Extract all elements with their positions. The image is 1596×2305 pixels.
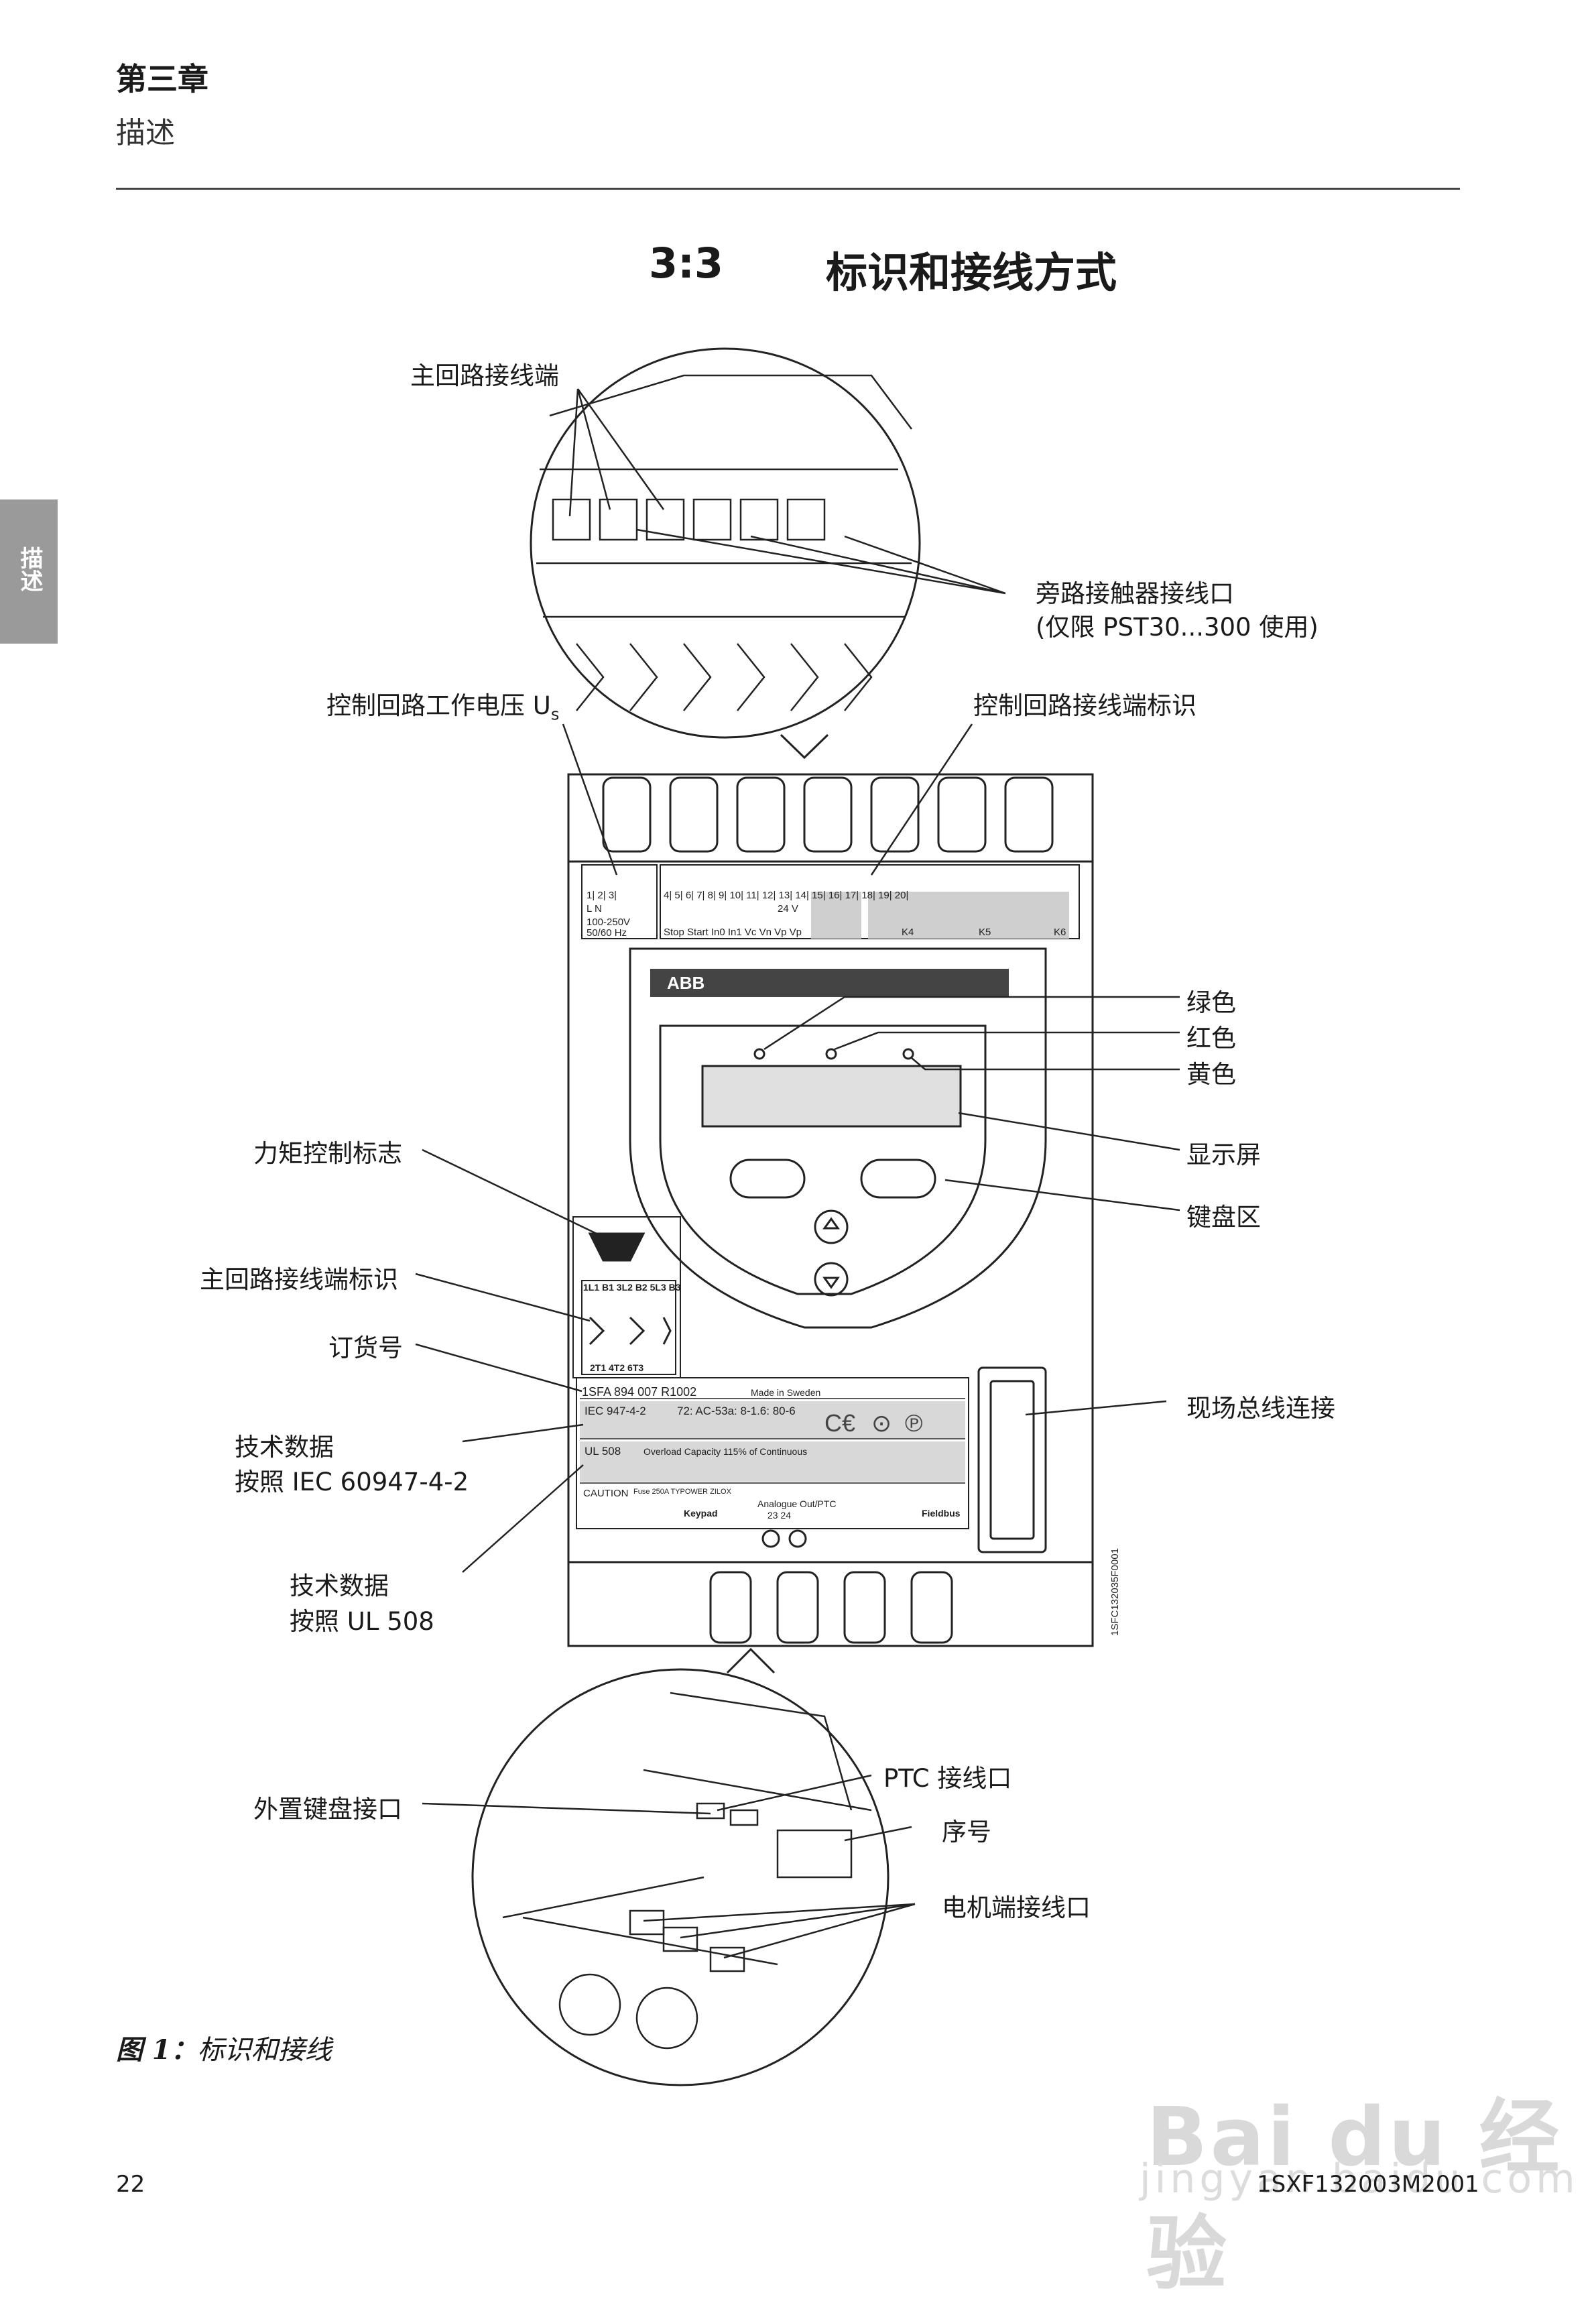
display-screen [701,1065,962,1128]
drawing-code: 1SFC132035F0001 [1109,1548,1121,1636]
svg-text:CAUTION: CAUTION [583,1488,629,1499]
label-tech-ul-2: 按照 UL 508 [290,1607,434,1636]
svg-text:Stop Start In0 In1 Vc: Stop Start In0 In1 Vc Vn Vp Vp [664,927,802,938]
led-red [825,1048,837,1060]
label-tech-iec-2: 按照 IEC 60947-4-2 [235,1468,469,1496]
label-order-no: 订货号 [328,1334,403,1362]
bottom-magnifier-detail [502,1692,872,2050]
leader-lines [415,388,1180,1959]
led-green [753,1048,765,1060]
label-bypass-line1: 旁路接触器接线口 [1036,579,1234,608]
svg-text:100-250V: 100-250V [587,917,630,928]
figure-diagram: 1| 2| 3| 4| 5| 6| 7| 8| 9| 10| 11| 12| 1… [415,347,1180,2086]
bottom-magnifier-circle [471,1668,889,2086]
figure-caption: 图 1：标识和接线 [116,2028,332,2067]
svg-text:Analogue Out/PTC: Analogue Out/PTC [757,1498,837,1509]
control-panel [629,947,1047,1329]
svg-text:24 V: 24 V [778,903,798,914]
top-magnifier-pointer [780,733,829,760]
label-main-terminals: 主回路接线端 [410,361,559,390]
label-display: 显示屏 [1186,1140,1261,1169]
svg-text:1L1 B1 3L2 B2 5L3 B3: 1L1 B1 3L2 B2 5L3 B3 [583,1282,681,1293]
svg-text:23 24: 23 24 [768,1510,791,1521]
terminal-labels: 1| 2| 3| 4| 5| 6| 7| 8| 9| 10| 11| 12| 1… [587,890,1066,939]
svg-text:72: AC-53a: 8-1.6: 80-6: 72: AC-53a: 8-1.6: 80-6 [677,1405,796,1417]
section-number: 3:3 [649,239,724,288]
figure-caption-number: 图 1： [116,2034,198,2066]
top-magnifier-circle [530,347,921,739]
side-tab: 描述 [0,499,58,644]
top-magnifier-detail [536,374,912,711]
label-control-voltage: 控制回路工作电压 Us [326,685,559,723]
label-green: 绿色 [1186,988,1236,1017]
terminal-numbers-1: 1| 2| 3| [587,890,617,901]
svg-text:IEC 947-4-2: IEC 947-4-2 [585,1405,646,1417]
label-control-voltage-sub: s [550,705,560,724]
label-fieldbus: 现场总线连接 [1186,1394,1335,1423]
svg-text:UL 508: UL 508 [585,1445,621,1458]
label-ptc: PTC 接线口 [883,1764,1012,1793]
top-lugs [602,776,1054,853]
ce-marks: C€ ⊙ ℗ [824,1409,923,1437]
label-keypad-area: 键盘区 [1186,1203,1261,1232]
keypad-face [659,1024,987,1295]
rating-plate [576,1377,969,1529]
label-control-voltage-text: 控制回路工作电压 U [326,691,551,720]
device-outline [567,773,1094,1647]
up-key [814,1209,849,1244]
side-tab-label: 描述 [16,546,43,592]
label-main-terminal-marking: 主回路接线端标识 [200,1265,398,1294]
page-number: 22 [116,2171,145,2198]
svg-text:Fuse 250A TYPOWER ZILOX: Fuse 250A TYPOWER ZILOX [633,1488,732,1496]
brand-bar [650,969,1009,997]
svg-text:⊙: ⊙ [871,1409,892,1437]
svg-text:L N: L N [587,903,602,914]
svg-text:K6: K6 [1054,927,1066,938]
svg-text:2T1 4T2 6T3: 2T1 4T2 6T3 [590,1362,643,1373]
svg-text:K4: K4 [902,927,914,938]
down-key [814,1262,849,1297]
right-softkey [860,1159,936,1199]
abb-logo: ABB [667,973,704,993]
svg-text:Made in Sweden: Made in Sweden [751,1387,820,1398]
section-title: 标识和接线方式 [826,248,1117,297]
svg-text:Keypad: Keypad [684,1508,718,1519]
svg-text:K5: K5 [979,927,991,938]
bottom-magnifier-pointer [726,1647,776,1674]
svg-text:C€: C€ [824,1409,855,1437]
label-yellow: 黄色 [1186,1060,1236,1089]
bottom-lugs [709,1571,953,1644]
header-rule [116,188,1460,190]
svg-text:Overload Capacity 115% of Cont: Overload Capacity 115% of Continuous [643,1446,807,1457]
rating-plate-text: 1L1 B1 3L2 B2 5L3 B3 2T1 4T2 6T3 1SFA 89… [582,1282,961,1521]
label-bypass-line2: (仅限 PST30...300 使用) [1036,613,1318,642]
label-motor-terminals: 电机端接线口 [942,1893,1091,1922]
torque-logo [588,1232,646,1262]
led-yellow [902,1048,914,1060]
label-red: 红色 [1186,1024,1236,1053]
phase-marking [581,1280,676,1375]
chapter-heading: 第三章 [116,61,208,97]
document-number: 1SXF132003M2001 [1257,2171,1479,2198]
svg-text:Fieldbus: Fieldbus [922,1508,961,1519]
fieldbus-slot [977,1366,1047,1553]
label-tech-ul-1: 技术数据 [290,1572,389,1600]
terminal-numbers-2: 4| 5| 6| 7| 8| 9| 10| 11| 12| 13| 14| 15… [664,890,908,901]
label-torque-logo: 力矩控制标志 [253,1139,402,1168]
label-external-keypad: 外置键盘接口 [253,1795,402,1824]
label-serial: 序号 [942,1818,991,1846]
watermark-url: jingyan.baidu.com [1140,2155,1579,2202]
svg-text:50/60 Hz: 50/60 Hz [587,927,627,939]
figure-caption-text: 标识和接线 [197,2035,332,2066]
chapter-subtitle: 描述 [116,116,175,150]
svg-text:1SFA 894 007 R1002: 1SFA 894 007 R1002 [582,1385,696,1399]
label-tech-iec-1: 技术数据 [235,1433,334,1462]
label-control-terminal-marking: 控制回路接线端标识 [973,691,1196,720]
svg-text:℗: ℗ [905,1409,923,1437]
left-softkey [729,1159,806,1199]
